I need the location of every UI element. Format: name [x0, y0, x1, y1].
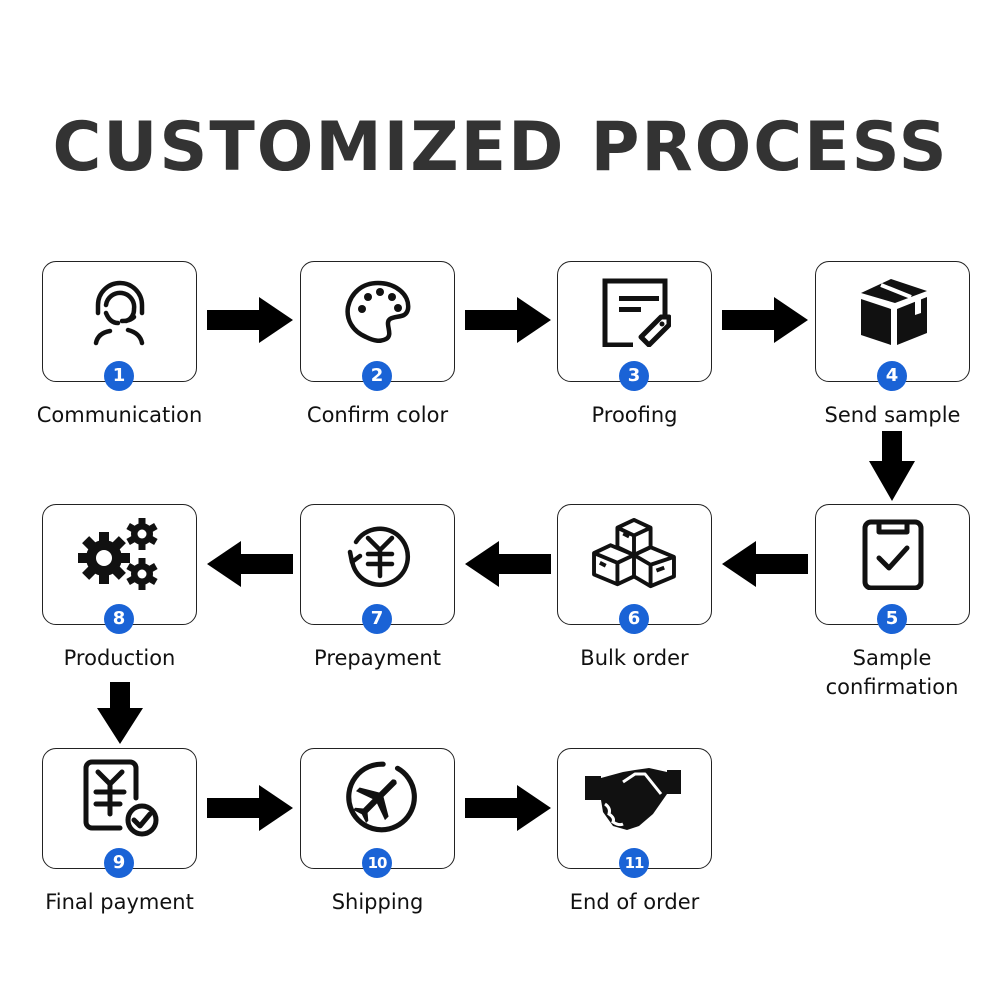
step-communication: 1 Communication [37, 261, 202, 427]
arrow-right-icon [465, 785, 551, 831]
step-prepayment: 7 Prepayment [300, 504, 455, 670]
step-number-badge: 4 [877, 361, 907, 391]
step-label: Bulk order [580, 646, 689, 670]
stacked-boxes-icon [592, 517, 676, 589]
arrow-right-icon [207, 297, 293, 343]
step-label: Sample confirmation [825, 646, 959, 699]
package-box-icon [861, 279, 927, 345]
arrow-left-icon [207, 541, 293, 587]
step-label: Send sample [824, 403, 961, 427]
step-box [300, 748, 455, 869]
step-number-badge: 9 [104, 848, 134, 878]
handshake-icon [585, 768, 681, 830]
step-send-sample: 4 Send sample [815, 261, 970, 427]
arrow-right-icon [465, 297, 551, 343]
palette-icon [345, 280, 411, 343]
step-number-badge: 10 [362, 848, 392, 878]
arrow-down-icon [97, 682, 143, 744]
step-number-badge: 5 [877, 604, 907, 634]
gears-icon [78, 518, 158, 590]
step-number-badge: 8 [104, 604, 134, 634]
step-label: End of order [569, 890, 700, 914]
step-confirm-color: 2 Confirm color [300, 261, 455, 427]
step-label: Confirm color [306, 403, 449, 427]
yuan-receipt-check-icon [83, 759, 159, 837]
step-production: 8 Production [42, 504, 197, 670]
step-sample-confirmation: 5 Sample confirmation [815, 504, 970, 699]
page-title: CUSTOMIZED PROCESS [52, 108, 949, 187]
step-label: Prepayment [314, 646, 441, 670]
step-end-of-order: 11 End of order [557, 748, 712, 914]
step-label: Communication [36, 403, 203, 427]
airplane-circle-icon [346, 761, 417, 833]
arrow-left-icon [722, 541, 808, 587]
step-shipping: 10 Shipping [300, 748, 455, 914]
step-label: Proofing [591, 403, 678, 427]
step-number-badge: 1 [104, 361, 134, 391]
step-number-badge: 3 [619, 361, 649, 391]
step-number-badge: 7 [362, 604, 392, 634]
arrow-right-icon [722, 297, 808, 343]
step-number-badge: 6 [619, 604, 649, 634]
arrow-right-icon [207, 785, 293, 831]
headset-user-icon [93, 280, 145, 346]
step-bulk-order: 6 Bulk order [557, 504, 712, 670]
step-number-badge: 2 [362, 361, 392, 391]
arrow-left-icon [465, 541, 551, 587]
step-label: Final payment [45, 890, 194, 914]
step-proofing: 3 Proofing [557, 261, 712, 427]
step-final-payment: 9 Final payment [42, 748, 197, 914]
step-label: Production [63, 646, 176, 670]
clipboard-check-icon [862, 519, 924, 590]
step-label: Shipping [331, 890, 424, 914]
arrow-down-icon [869, 431, 915, 501]
document-tag-icon [602, 278, 671, 347]
yuan-refresh-icon [347, 526, 411, 587]
step-number-badge: 11 [619, 848, 649, 878]
